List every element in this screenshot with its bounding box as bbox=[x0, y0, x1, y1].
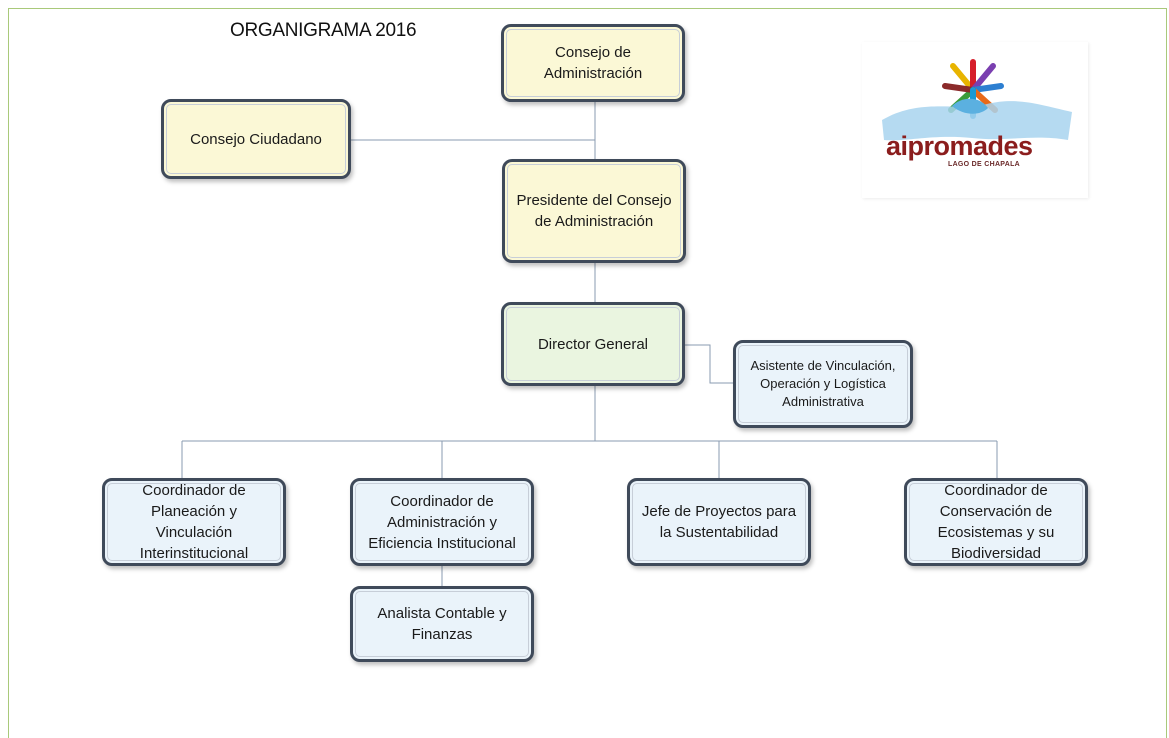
node-director-general: Director General bbox=[501, 302, 685, 386]
logo-wordmark: aipromades bbox=[886, 131, 1033, 161]
node-consejo-ciudadano: Consejo Ciudadano bbox=[161, 99, 351, 179]
logo-emblem-icon bbox=[882, 59, 1072, 141]
node-consejo-administracion: Consejo de Administración bbox=[501, 24, 685, 102]
node-coord-conservacion: Coordinador de Conservación de Ecosistem… bbox=[904, 478, 1088, 566]
node-analista: Analista Contable y Finanzas bbox=[350, 586, 534, 662]
node-jefe-proyectos: Jefe de Proyectos para la Sustentabilida… bbox=[627, 478, 811, 566]
node-coord-planeacion: Coordinador de Planeación y Vinculación … bbox=[102, 478, 286, 566]
line-director-to-asistente bbox=[685, 344, 733, 384]
node-asistente: Asistente de Vinculación, Operación y Lo… bbox=[733, 340, 913, 428]
node-coord-administracion: Coordinador de Administración y Eficienc… bbox=[350, 478, 534, 566]
page-frame bbox=[8, 8, 1167, 738]
logo bbox=[862, 42, 1088, 198]
node-presidente: Presidente del Consejo de Administración bbox=[502, 159, 686, 263]
chart-title: ORGANIGRAMA 2016 bbox=[230, 20, 417, 41]
logo-tagline: LAGO DE CHAPALA bbox=[948, 161, 1021, 168]
